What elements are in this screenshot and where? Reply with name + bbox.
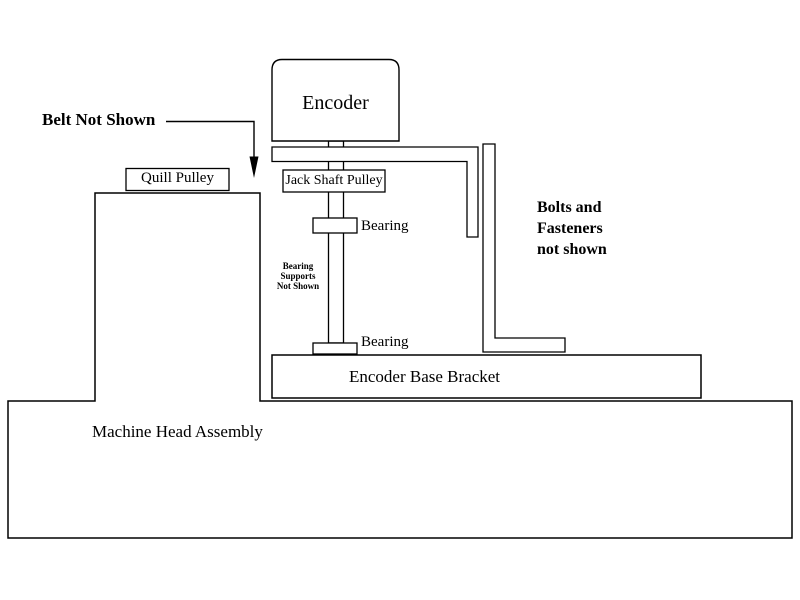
bearing-lower-label: Bearing: [361, 334, 409, 350]
encoder-base-bracket-box: [271, 354, 702, 399]
jack-shaft-pulley-label: Jack Shaft Pulley: [285, 173, 383, 188]
jack-shaft-pulley-box: [282, 169, 386, 193]
quill-pulley-label: Quill Pulley: [141, 170, 214, 186]
machine-head-assembly-label: Machine Head Assembly: [92, 422, 263, 441]
belt-pointer-arrowhead-icon: [249, 156, 259, 178]
l-bracket: [482, 143, 566, 353]
encoder-base-bracket-label: Encoder Base Bracket: [348, 367, 501, 386]
bearing-upper-box: [312, 217, 358, 234]
bearing-lower-box: [312, 342, 358, 355]
encoder-box: [271, 58, 400, 142]
belt-not-shown-note: Belt Not Shown: [42, 110, 156, 129]
bearing-supports-note-line3: Not Shown: [276, 281, 320, 291]
bearing-supports-note: Bearing Supports Not Shown: [274, 261, 322, 291]
bearing-supports-note-line1: Bearing: [282, 261, 314, 271]
bolts-fasteners-note-line3: not shown: [537, 241, 607, 258]
bearing-supports-note-line2: Supports: [280, 271, 316, 281]
encoder-mounting-bar: [271, 146, 479, 238]
bolts-fasteners-note: Bolts and Fasteners not shown: [537, 197, 607, 260]
belt-pointer-line: [166, 120, 255, 158]
bolts-fasteners-note-line2: Fasteners: [537, 220, 603, 237]
encoder-label: Encoder: [302, 92, 369, 114]
machine-head-outline: [7, 192, 793, 539]
bearing-upper-label: Bearing: [361, 218, 409, 234]
quill-pulley-box: [125, 167, 230, 192]
bolts-fasteners-note-line1: Bolts and: [537, 199, 602, 216]
